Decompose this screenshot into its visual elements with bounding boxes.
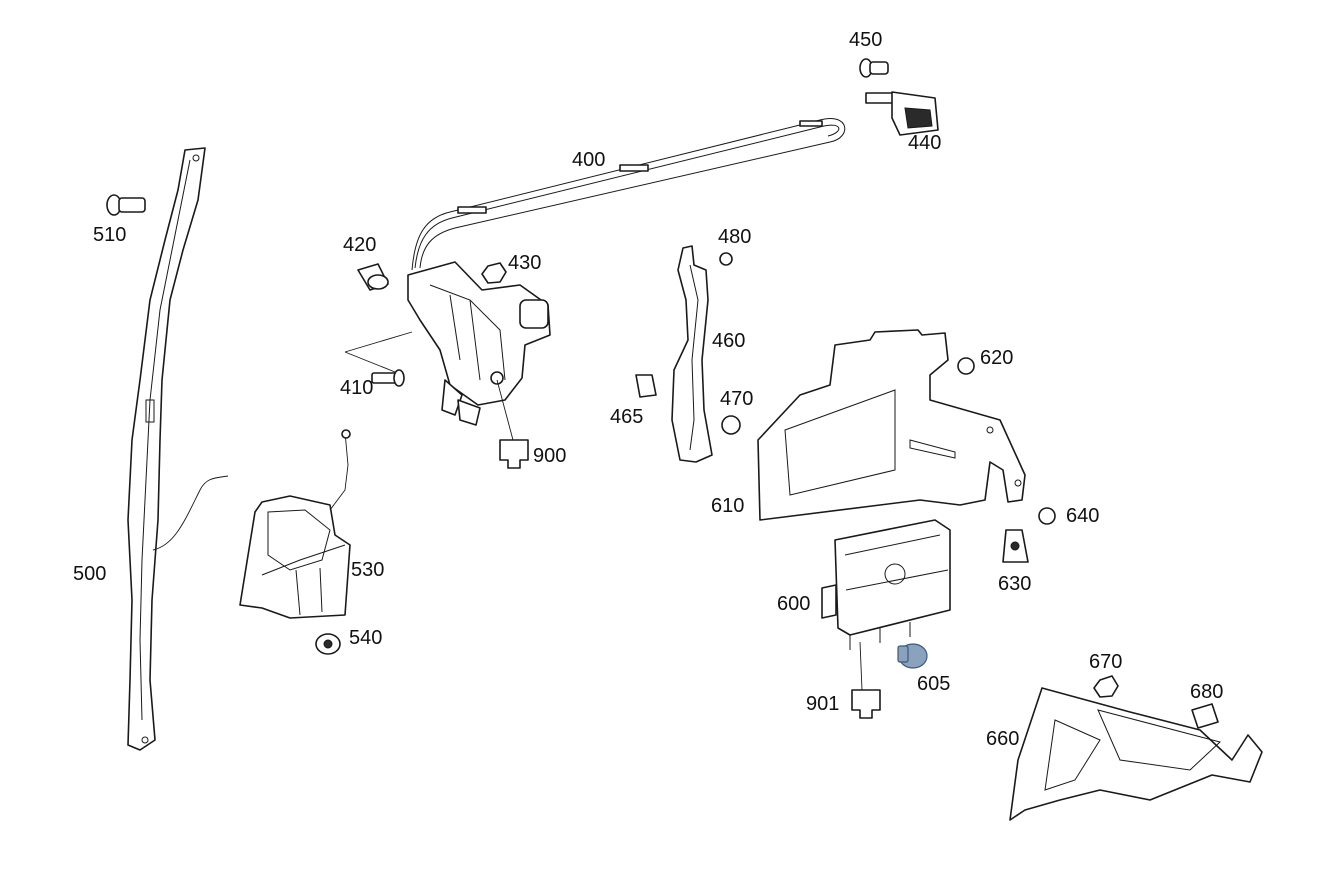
- callout-450: 450: [849, 29, 883, 51]
- part-900-tag[interactable]: [499, 439, 529, 469]
- part-640-screw[interactable]: [1038, 507, 1056, 525]
- part-465-clip[interactable]: [635, 374, 657, 398]
- callout-605: 605: [917, 673, 951, 695]
- part-motor-assembly[interactable]: [407, 261, 551, 426]
- callout-420: 420: [343, 234, 377, 256]
- callout-440: 440: [908, 132, 942, 154]
- part-660-bracket[interactable]: [1009, 687, 1263, 821]
- part-540-screw[interactable]: [315, 633, 341, 655]
- part-410-bolt[interactable]: [371, 369, 405, 387]
- callout-460: 460: [712, 330, 746, 352]
- part-450-screw[interactable]: [859, 58, 889, 78]
- callout-660: 660: [986, 728, 1020, 750]
- part-500-rail[interactable]: [127, 147, 206, 751]
- callout-620: 620: [980, 347, 1014, 369]
- callout-670: 670: [1089, 651, 1123, 673]
- part-500-cable: [152, 475, 229, 551]
- callout-530: 530: [351, 559, 385, 581]
- part-680-clip[interactable]: [1191, 703, 1219, 729]
- callout-900: 900: [533, 445, 567, 467]
- callout-640: 640: [1066, 505, 1100, 527]
- part-420-grommet[interactable]: [357, 263, 389, 291]
- callout-430: 430: [508, 252, 542, 274]
- part-670-nut[interactable]: [1093, 675, 1119, 698]
- callout-630: 630: [998, 573, 1032, 595]
- part-605-bolt[interactable]: [897, 643, 928, 669]
- part-430-nut[interactable]: [481, 262, 507, 284]
- part-460-bracket[interactable]: [671, 245, 713, 463]
- callout-400: 400: [572, 149, 606, 171]
- part-530-module[interactable]: [239, 495, 351, 619]
- part-620-nut[interactable]: [957, 357, 975, 375]
- callout-600: 600: [777, 593, 811, 615]
- callout-680: 680: [1190, 681, 1224, 703]
- part-400-cable[interactable]: [411, 118, 846, 271]
- part-510-bolt[interactable]: [106, 194, 146, 216]
- callout-540: 540: [349, 627, 383, 649]
- callout-901: 901: [806, 693, 840, 715]
- callout-465: 465: [610, 406, 644, 428]
- callout-500: 500: [73, 563, 107, 585]
- part-600-control-unit[interactable]: [821, 519, 951, 650]
- callout-470: 470: [720, 388, 754, 410]
- part-480-bolt[interactable]: [719, 252, 733, 266]
- part-440-bracket[interactable]: [865, 91, 939, 136]
- part-530-cable: [329, 431, 349, 511]
- callout-610: 610: [711, 495, 745, 517]
- part-610-bracket[interactable]: [757, 329, 1026, 521]
- callout-410: 410: [340, 377, 374, 399]
- callout-480: 480: [718, 226, 752, 248]
- callout-510: 510: [93, 224, 127, 246]
- part-901-tag[interactable]: [851, 689, 881, 719]
- part-470-bolt[interactable]: [721, 415, 741, 435]
